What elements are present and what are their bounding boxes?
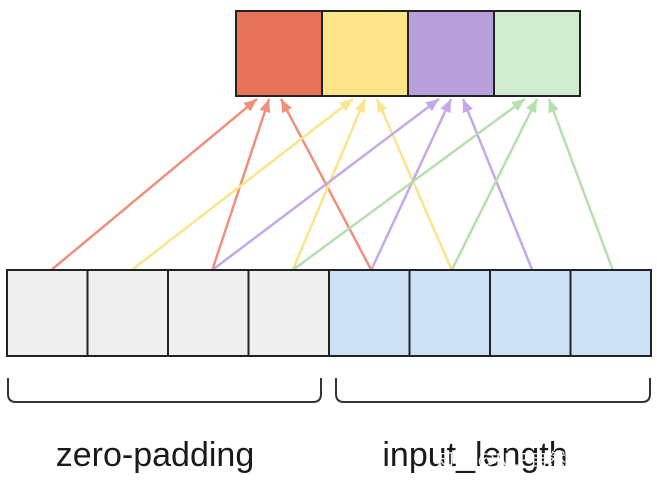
zero-padding-label: zero-padding	[56, 436, 254, 474]
output-cell-2	[321, 10, 409, 97]
connection-arrow-1	[50, 98, 258, 271]
zero-padding-bracket	[7, 378, 322, 403]
input-length-label: input_length	[382, 436, 567, 474]
input-cell-5	[328, 269, 411, 357]
output-row	[235, 10, 581, 97]
connection-arrow-4	[130, 98, 354, 271]
arrow-layer	[50, 97, 614, 272]
input-cell-8	[569, 269, 652, 357]
watermark-text: 知乎 @NLP自然语言处理	[436, 450, 638, 471]
connection-arrow-12	[547, 98, 614, 271]
input-cell-1	[6, 269, 89, 357]
connection-arrow-7	[211, 98, 440, 271]
input-cell-4	[247, 269, 330, 357]
input-cell-3	[167, 269, 250, 357]
connection-arrow-5	[291, 98, 367, 271]
connection-arrow-9	[461, 98, 534, 271]
output-cell-4	[493, 10, 581, 97]
connection-arrow-6	[375, 98, 453, 271]
output-cell-1	[235, 10, 323, 97]
connection-arrow-8	[370, 98, 453, 271]
input-row	[6, 269, 652, 357]
input-length-bracket	[335, 378, 651, 403]
input-cell-2	[86, 269, 169, 357]
connection-arrow-11	[450, 98, 539, 271]
output-cell-3	[407, 10, 495, 97]
connection-arrow-10	[292, 97, 526, 272]
input-cell-7	[489, 269, 572, 357]
input-cell-6	[408, 269, 491, 357]
